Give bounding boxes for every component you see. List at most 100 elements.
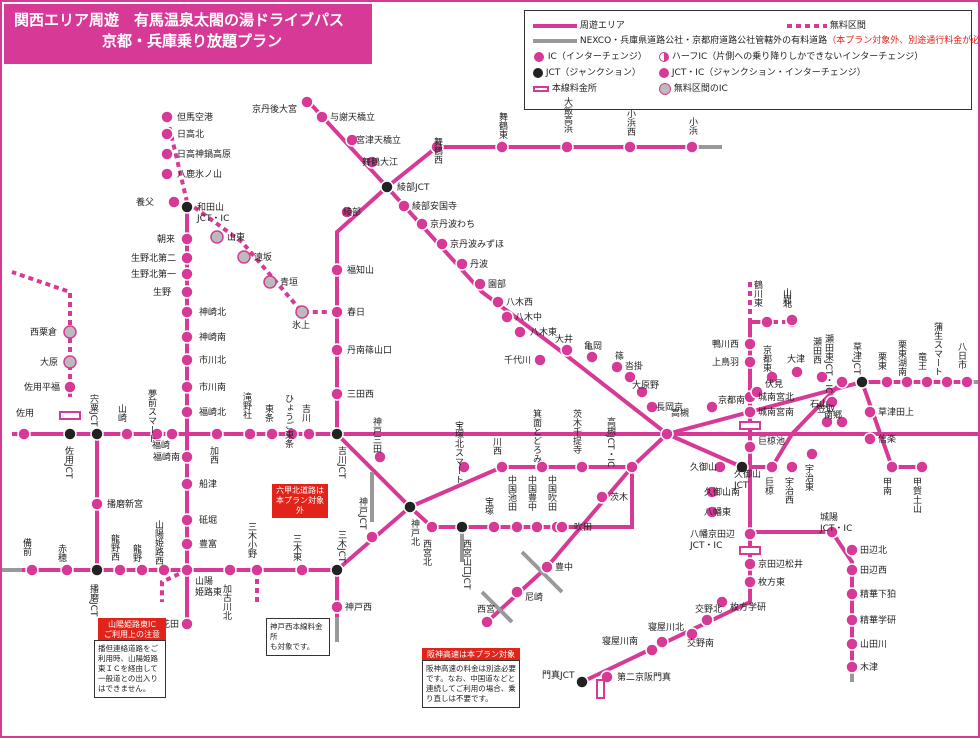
kasuga-node[interactable] bbox=[330, 305, 344, 319]
ako-node[interactable] bbox=[60, 563, 74, 577]
takarazuka-node[interactable] bbox=[487, 520, 501, 534]
sayo_jct-node[interactable] bbox=[63, 427, 77, 441]
kumiyama-node[interactable] bbox=[713, 460, 727, 474]
kumiyama_jct-node[interactable] bbox=[735, 460, 749, 474]
miyazu-node[interactable] bbox=[345, 133, 359, 147]
suita-node[interactable] bbox=[555, 520, 569, 534]
tanba-node[interactable] bbox=[455, 257, 469, 271]
sanyo_himeji_w-node[interactable] bbox=[157, 563, 171, 577]
ibaraki_senri-node[interactable] bbox=[575, 460, 589, 474]
tanba_sasayama-node[interactable] bbox=[330, 343, 344, 357]
nishinomiya_yamaguchi-node[interactable] bbox=[455, 520, 469, 534]
jonan_miyanami-node[interactable] bbox=[743, 405, 757, 419]
tojo-node[interactable] bbox=[265, 427, 279, 441]
kyoto_higashi-node[interactable] bbox=[765, 370, 779, 384]
kasatori-node[interactable] bbox=[820, 415, 834, 429]
ogura-node[interactable] bbox=[765, 460, 779, 474]
yokaichi-node[interactable] bbox=[960, 375, 974, 389]
kyotanba_wachi-node[interactable] bbox=[415, 217, 429, 231]
chiyokawa-node[interactable] bbox=[533, 353, 547, 367]
takatsuki-node[interactable] bbox=[660, 427, 674, 441]
ichikawa_n-node[interactable] bbox=[180, 353, 194, 367]
ooharano-node[interactable] bbox=[635, 385, 649, 399]
seta_w-node[interactable] bbox=[815, 370, 829, 384]
takatsuki_jct-node[interactable] bbox=[625, 460, 639, 474]
ishiyama-node[interactable] bbox=[825, 395, 839, 409]
katano_minami-node[interactable] bbox=[685, 627, 699, 641]
fukusaki_n-node[interactable] bbox=[180, 405, 194, 419]
ayabe_anakokuji-node[interactable] bbox=[397, 199, 411, 213]
takarazuka_kita-node[interactable] bbox=[457, 460, 471, 474]
seika_shimo-node[interactable] bbox=[845, 587, 859, 601]
minoh-node[interactable] bbox=[535, 460, 549, 474]
shino-node[interactable] bbox=[610, 360, 624, 374]
kadoma_jct-node[interactable] bbox=[575, 675, 589, 689]
hikami-node[interactable] bbox=[295, 305, 309, 319]
kobe_sanda-node[interactable] bbox=[373, 450, 387, 464]
fukuchiyama-node[interactable] bbox=[330, 263, 344, 277]
takino_yashiro-node[interactable] bbox=[243, 427, 257, 441]
yagi_c-node[interactable] bbox=[500, 310, 514, 324]
yagi_w-node[interactable] bbox=[491, 295, 505, 309]
kobe_w-node[interactable] bbox=[330, 600, 344, 614]
ryuo-node[interactable] bbox=[920, 375, 934, 389]
kasai-node[interactable] bbox=[210, 427, 224, 441]
tatsuno-node[interactable] bbox=[135, 563, 149, 577]
nagaokakyo-node[interactable] bbox=[645, 400, 659, 414]
yawata_kyotanabe-node[interactable] bbox=[743, 527, 757, 541]
tanabe_nishi-node[interactable] bbox=[845, 563, 859, 577]
hirakata_gakuen-node[interactable] bbox=[715, 595, 729, 609]
chugoku_toyonaka-node[interactable] bbox=[530, 520, 544, 534]
ooi-node[interactable] bbox=[560, 343, 574, 357]
uji_higashi-node[interactable] bbox=[805, 447, 819, 461]
kurito_konan-node[interactable] bbox=[900, 375, 914, 389]
kamikawa_s-node[interactable] bbox=[180, 330, 194, 344]
kyoto_minami-node[interactable] bbox=[705, 400, 719, 414]
kamaike-node[interactable] bbox=[743, 440, 757, 454]
tsurukawa_e-node[interactable] bbox=[760, 315, 774, 329]
kusatsu_tagami-node[interactable] bbox=[863, 405, 877, 419]
konan-node[interactable] bbox=[885, 460, 899, 474]
seika_gakken-node[interactable] bbox=[845, 613, 859, 627]
karasuma_w-node[interactable] bbox=[743, 337, 757, 351]
shigaraki-node[interactable] bbox=[863, 432, 877, 446]
aogaki-node[interactable] bbox=[263, 275, 277, 289]
nango-node[interactable] bbox=[835, 415, 849, 429]
santo-node[interactable] bbox=[210, 230, 224, 244]
saga_w-node[interactable] bbox=[63, 325, 77, 339]
hidaka_kita-node[interactable] bbox=[160, 127, 174, 141]
amagasaki-node[interactable] bbox=[510, 585, 524, 599]
sayo_ic-node[interactable] bbox=[17, 427, 31, 441]
obama_w-node[interactable] bbox=[623, 140, 637, 154]
hanada-node[interactable] bbox=[180, 617, 194, 631]
kumiyama_minami-node[interactable] bbox=[705, 485, 719, 499]
yumesaki-node[interactable] bbox=[150, 427, 164, 441]
kobe_kita-node[interactable] bbox=[403, 500, 417, 514]
kyotanba_mizuho-node[interactable] bbox=[435, 237, 449, 251]
ichikawa_s-node[interactable] bbox=[180, 380, 194, 394]
maizuru_oe-node[interactable] bbox=[365, 155, 379, 169]
maizuru_w-node[interactable] bbox=[430, 140, 444, 154]
shimakuma-node[interactable] bbox=[180, 513, 194, 527]
ikuno-node[interactable] bbox=[180, 285, 194, 299]
neyagawa_kita-node[interactable] bbox=[655, 635, 669, 649]
fukusaki-node[interactable] bbox=[165, 427, 179, 441]
kakogawa_kita-node[interactable] bbox=[223, 563, 237, 577]
tanabe_kita-node[interactable] bbox=[845, 543, 859, 557]
sanyo_himeji_e-node[interactable] bbox=[180, 563, 194, 577]
ikuno1-node[interactable] bbox=[180, 267, 194, 281]
neyagawa_minami-node[interactable] bbox=[645, 643, 659, 657]
kusatsu_jct-node[interactable] bbox=[855, 375, 869, 389]
kyotanabe_matsui-node[interactable] bbox=[743, 557, 757, 571]
oi-node[interactable] bbox=[560, 140, 574, 154]
miki_higashi-node[interactable] bbox=[295, 563, 309, 577]
hirakata_e-node[interactable] bbox=[743, 575, 757, 589]
obama-node[interactable] bbox=[685, 140, 699, 154]
yamadagawa-node[interactable] bbox=[845, 637, 859, 651]
harima_jct-node[interactable] bbox=[90, 563, 104, 577]
shiso_jct-node[interactable] bbox=[90, 427, 104, 441]
kamikawa_n-node[interactable] bbox=[180, 305, 194, 319]
ohara-node[interactable] bbox=[63, 355, 77, 369]
kawanishi-node[interactable] bbox=[495, 460, 509, 474]
bizen-node[interactable] bbox=[25, 563, 39, 577]
